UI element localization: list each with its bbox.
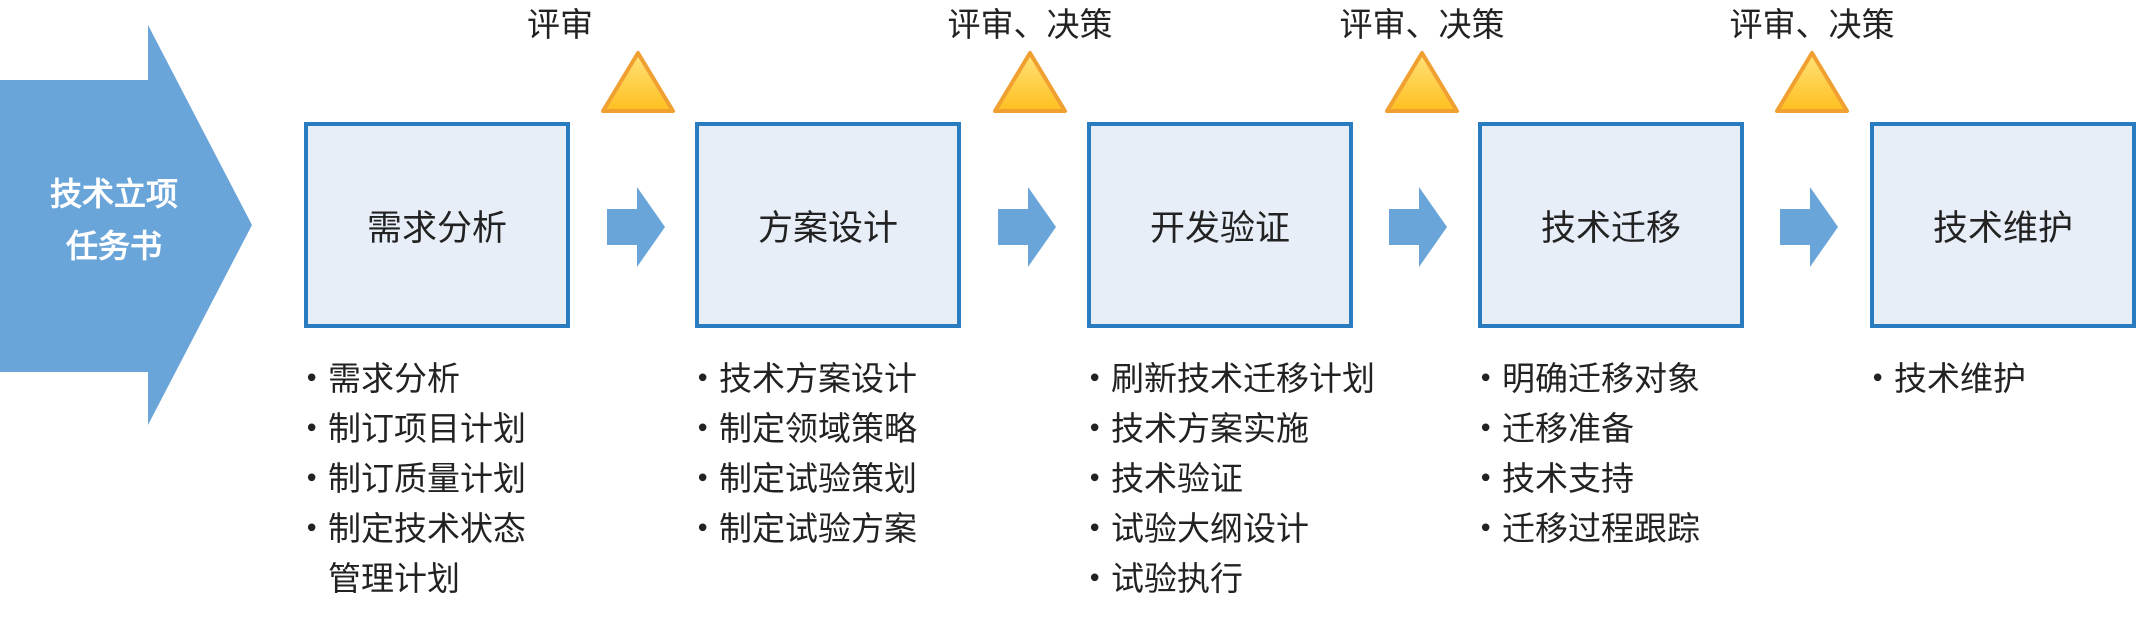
review-gate-2: 评审、决策 — [920, 0, 1140, 115]
bullet-icon: • — [304, 514, 320, 544]
task-item: • 制定技术状态管理计划 — [304, 504, 526, 604]
bullet-icon: • — [1087, 364, 1103, 394]
bullet-icon: • — [1478, 464, 1494, 494]
bullet-icon: • — [1087, 514, 1103, 544]
gate-label-2: 评审、决策 — [947, 5, 1113, 44]
start-label-line1: 技术立项 — [49, 175, 178, 213]
task-list-migration: • 明确迁移对象 • 迁移准备 • 技术支持 • 迁移过程跟踪 — [1478, 354, 1700, 554]
gate-label-1: 评审 — [527, 5, 593, 44]
task-item: • 试验执行 — [1087, 554, 1375, 604]
review-gate-4: 评审、决策 — [1702, 0, 1922, 115]
task-item: • 技术方案实施 — [1087, 404, 1375, 454]
warning-triangle-icon — [1385, 51, 1459, 113]
review-gate-3: 评审、决策 — [1312, 0, 1532, 115]
task-item: • 技术支持 — [1478, 454, 1700, 504]
stage-box-development: 开发验证 — [1087, 122, 1353, 328]
bullet-icon: • — [1870, 364, 1886, 394]
stage-box-requirements: 需求分析 — [304, 122, 570, 328]
flow-arrow-icon — [1389, 187, 1447, 267]
task-label: 迁移过程跟踪 — [1502, 509, 1700, 548]
bullet-icon: • — [304, 364, 320, 394]
start-arrow-shape — [0, 25, 252, 425]
task-item: • 技术维护 — [1870, 354, 2026, 404]
task-item: • 明确迁移对象 — [1478, 354, 1700, 404]
gate-label-3: 评审、决策 — [1339, 5, 1505, 44]
warning-triangle-icon — [1775, 51, 1849, 113]
task-label-line1: 制定技术状态 — [328, 509, 526, 548]
stage-box-solution-design: 方案设计 — [695, 122, 961, 328]
bullet-icon: • — [1478, 364, 1494, 394]
stage-title: 技术迁移 — [1540, 208, 1681, 249]
task-label: 试验大纲设计 — [1111, 509, 1309, 548]
stage-box-migration: 技术迁移 — [1478, 122, 1744, 328]
task-label-line2: 管理计划 — [328, 559, 460, 598]
task-item: • 试验大纲设计 — [1087, 504, 1375, 554]
start-label: 技术立项 任务书 — [0, 168, 228, 272]
start-label-line2: 任务书 — [65, 227, 162, 265]
bullet-icon: • — [1478, 414, 1494, 444]
bullet-icon: • — [304, 414, 320, 444]
bullet-icon: • — [1087, 464, 1103, 494]
warning-triangle-icon — [993, 51, 1067, 113]
task-item: • 技术方案设计 — [695, 354, 917, 404]
stage-title: 需求分析 — [366, 208, 507, 249]
task-item: • 迁移过程跟踪 — [1478, 504, 1700, 554]
review-gate-1: 评审 — [525, 0, 745, 115]
bullet-icon: • — [1087, 414, 1103, 444]
bullet-icon: • — [1478, 514, 1494, 544]
bullet-icon: • — [695, 414, 711, 444]
task-label: 制定领域策略 — [719, 409, 917, 448]
bullet-icon: • — [304, 464, 320, 494]
task-label: 需求分析 — [328, 359, 460, 398]
task-label: 制定试验方案 — [719, 509, 917, 548]
task-label: 刷新技术迁移计划 — [1111, 359, 1375, 398]
task-list-requirements: • 需求分析 • 制订项目计划 • 制订质量计划 • 制定技术状态管理计划 — [304, 354, 526, 604]
gate-label-4: 评审、决策 — [1729, 5, 1895, 44]
task-item: • 制定试验方案 — [695, 504, 917, 554]
stage-box-maintenance: 技术维护 — [1870, 122, 2136, 328]
task-label: 制订质量计划 — [328, 459, 526, 498]
bullet-icon: • — [695, 514, 711, 544]
flow-arrow-icon — [607, 187, 665, 267]
task-label: 技术方案设计 — [719, 359, 917, 398]
task-label: 迁移准备 — [1502, 409, 1634, 448]
task-label: 试验执行 — [1111, 559, 1243, 598]
task-item: • 制定试验策划 — [695, 454, 917, 504]
bullet-icon: • — [695, 364, 711, 394]
stage-title: 技术维护 — [1932, 208, 2073, 249]
task-item: • 制订项目计划 — [304, 404, 526, 454]
task-item: • 制订质量计划 — [304, 454, 526, 504]
task-list-maintenance: • 技术维护 — [1870, 354, 2026, 404]
flow-arrow-icon — [998, 187, 1056, 267]
task-label: 制定试验策划 — [719, 459, 917, 498]
task-label: 技术验证 — [1111, 459, 1243, 498]
bullet-icon: • — [1087, 564, 1103, 594]
task-label: 技术支持 — [1502, 459, 1634, 498]
task-item: • 制定领域策略 — [695, 404, 917, 454]
task-item: • 需求分析 — [304, 354, 526, 404]
warning-triangle-icon — [601, 51, 675, 113]
task-item: • 技术验证 — [1087, 454, 1375, 504]
stage-title: 方案设计 — [757, 208, 898, 249]
task-label: 制订项目计划 — [328, 409, 526, 448]
stage-title: 开发验证 — [1149, 208, 1290, 249]
task-list-development: • 刷新技术迁移计划 • 技术方案实施 • 技术验证 • 试验大纲设计 • 试验执行 — [1087, 354, 1375, 604]
task-label: 明确迁移对象 — [1502, 359, 1700, 398]
task-item: • 迁移准备 — [1478, 404, 1700, 454]
task-list-solution-design: • 技术方案设计 • 制定领域策略 • 制定试验策划 • 制定试验方案 — [695, 354, 917, 554]
task-label: 技术方案实施 — [1111, 409, 1309, 448]
flow-arrow-icon — [1780, 187, 1838, 267]
task-item: • 刷新技术迁移计划 — [1087, 354, 1375, 404]
task-label: 技术维护 — [1894, 359, 2026, 398]
bullet-icon: • — [695, 464, 711, 494]
